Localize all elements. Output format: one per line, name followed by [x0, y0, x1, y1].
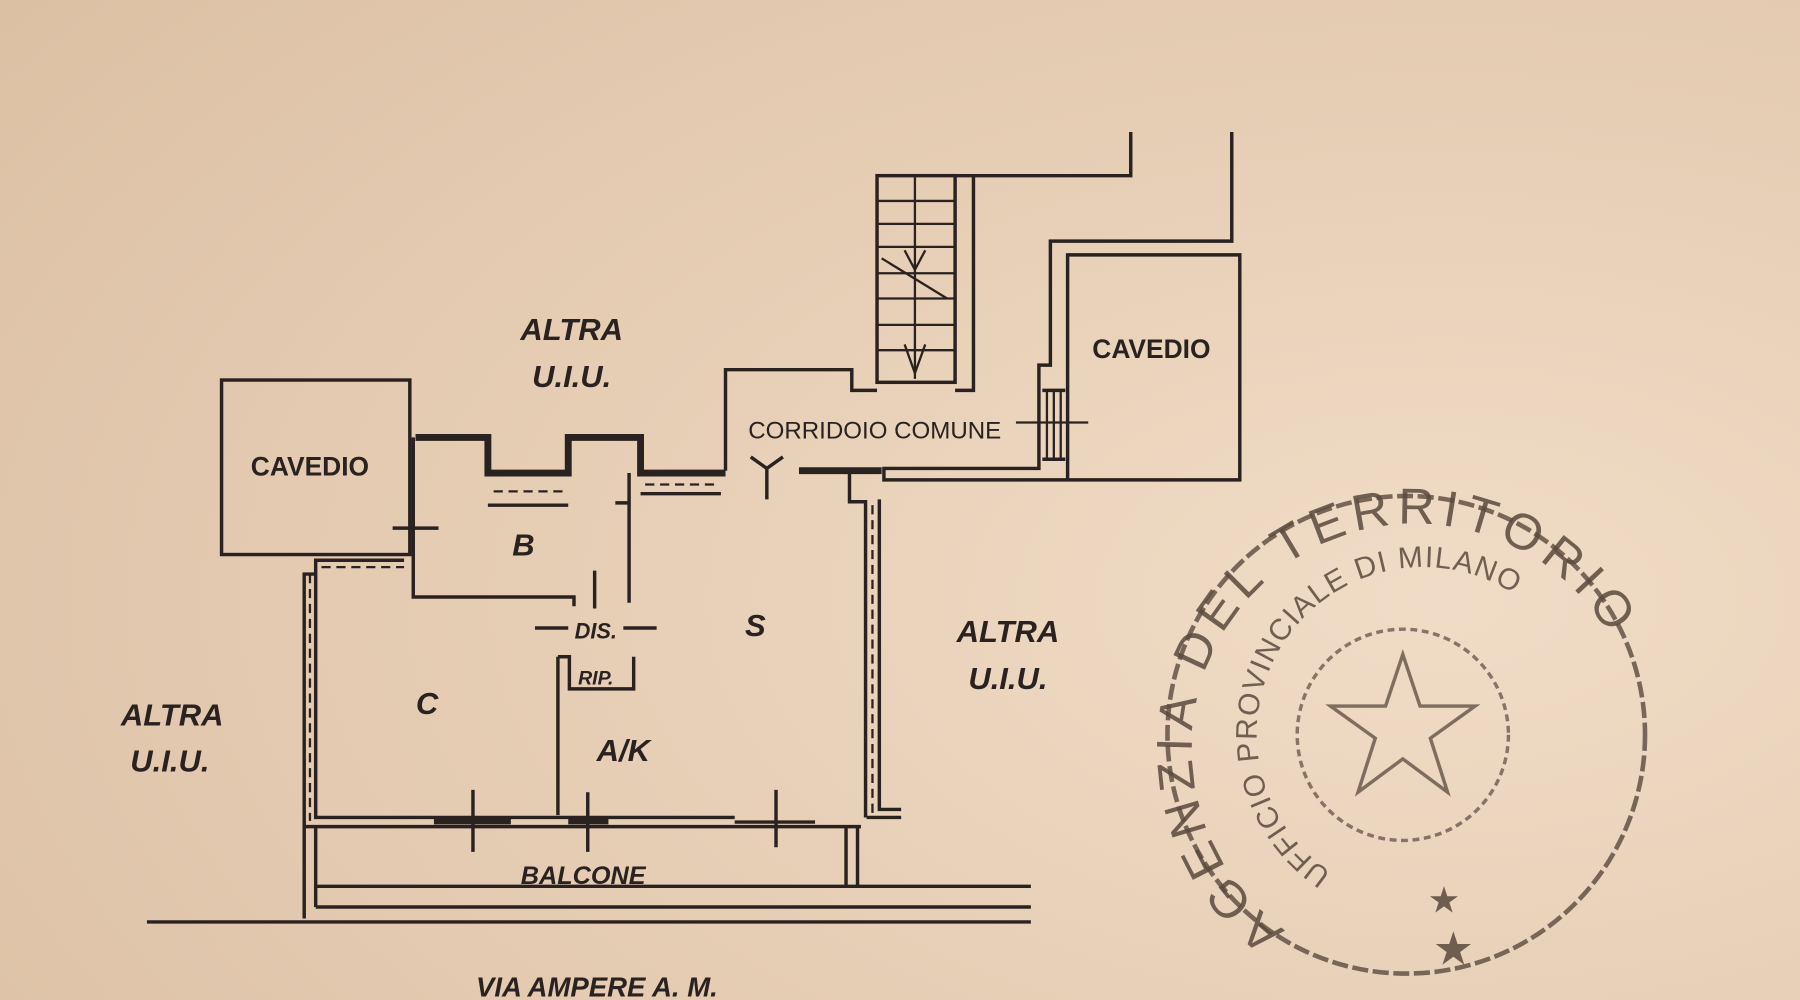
label-rip: RIP.: [578, 667, 613, 689]
staircase: [875, 173, 957, 385]
label-corridoio: CORRIDOIO COMUNE: [748, 418, 1001, 445]
label-altra-top: ALTRA: [519, 312, 623, 347]
label-street: VIA AMPERE A. M.: [476, 972, 718, 1000]
corridor-walls: [723, 132, 1242, 482]
label-cavedio-right: CAVEDIO: [1092, 334, 1210, 364]
label-balcone: BALCONE: [521, 862, 647, 890]
cavedio-left: [219, 378, 412, 557]
label-altra-right: ALTRA: [956, 614, 1060, 649]
label-altra-left: ALTRA: [120, 698, 224, 733]
star-icon: ★: [1433, 922, 1474, 974]
label-uiu-right: U.I.U.: [968, 661, 1047, 696]
room-label-s: S: [745, 608, 766, 643]
label-uiu-top: U.I.U.: [532, 359, 611, 394]
label-cavedio-left: CAVEDIO: [251, 451, 369, 481]
emblem-wreath-icon: [1295, 627, 1511, 843]
star-icon: ★: [1428, 880, 1461, 921]
north-wall: [415, 433, 726, 477]
star-emblem-icon: [1325, 648, 1481, 797]
label-dis: DIS.: [575, 618, 617, 643]
room-label-b: B: [512, 528, 534, 563]
balcony-walls: [146, 826, 1031, 924]
room-label-ak: A/K: [596, 733, 653, 768]
label-uiu-left: U.I.U.: [130, 744, 209, 779]
room-label-c: C: [416, 686, 439, 721]
